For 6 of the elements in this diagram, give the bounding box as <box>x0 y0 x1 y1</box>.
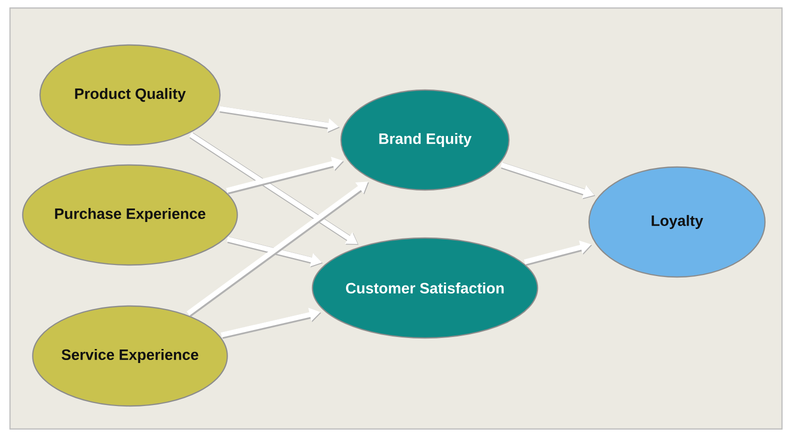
ellipse-node: Brand Equity <box>340 89 510 191</box>
ellipse-node: Service Experience <box>32 305 228 407</box>
ellipse-node: Customer Satisfaction <box>312 237 538 339</box>
ellipse-node: Purchase Experience <box>22 164 238 266</box>
ellipse-node: Product Quality <box>39 44 221 146</box>
ellipse-node: Loyalty <box>588 166 766 278</box>
